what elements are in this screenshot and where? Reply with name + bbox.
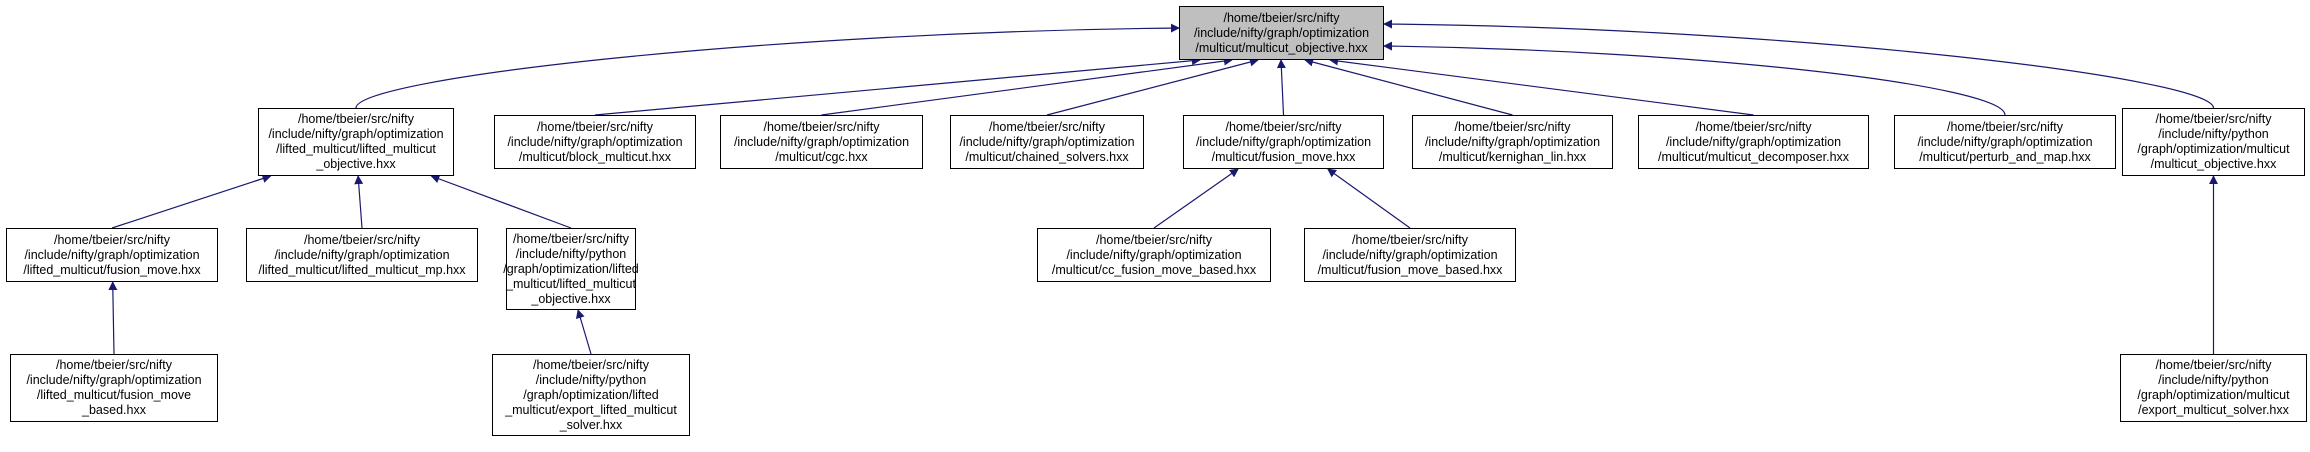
node-label-line: /multicut/multicut_decomposer.hxx <box>1657 149 1850 164</box>
include-edge <box>430 174 572 229</box>
node-label-line: /include/nifty/python <box>535 372 647 387</box>
node-label-line: _based.hxx <box>82 403 146 417</box>
node-label-line: /multicut/cc_fusion_move_based.hxx <box>1051 262 1257 277</box>
node-label-line: /include/nifty/graph/optimization <box>268 127 444 141</box>
node-label-line: _objective.hxx <box>316 157 396 171</box>
file-node-pyelms[interactable]: /home/tbeier/src/nifty/include/nifty/pyt… <box>492 354 690 436</box>
include-edge <box>1304 57 1513 116</box>
node-label-line: /include/nifty/graph/optimization <box>733 134 910 149</box>
node-label-line: /include/nifty/graph/optimization <box>1066 247 1242 262</box>
node-label-line: /lifted_multicut/fusion_move <box>36 388 192 402</box>
node-label-line: /include/nifty/graph/optimization <box>1195 134 1372 149</box>
node-label-line: /include/nifty/graph/optimization <box>1322 247 1498 262</box>
node-label-line: /multicut/chained_solvers.hxx <box>965 149 1129 164</box>
file-node-pymo[interactable]: /home/tbeier/src/nifty/include/nifty/pyt… <box>2122 108 2305 176</box>
file-node-ccfmb[interactable]: /home/tbeier/src/nifty/include/nifty/gra… <box>1037 228 1271 282</box>
node-label-line: /graph/optimization/multicut <box>2137 142 2290 156</box>
file-node-pylmo[interactable]: /home/tbeier/src/nifty/include/nifty/pyt… <box>503 228 639 310</box>
node-label-line: /home/tbeier/src/nifty <box>1454 119 1571 134</box>
file-node-decomp[interactable]: /home/tbeier/src/nifty/include/nifty/gra… <box>1638 115 1869 169</box>
node-label-line: /home/tbeier/src/nifty <box>512 231 629 246</box>
node-label-line: /include/nifty/python <box>2158 127 2269 141</box>
include-edge <box>1383 41 2006 116</box>
file-node-lmo[interactable]: /home/tbeier/src/nifty/include/nifty/gra… <box>258 108 454 176</box>
file-node-pyems[interactable]: /home/tbeier/src/nifty/include/nifty/pyt… <box>2120 354 2307 422</box>
file-node-bm[interactable]: /home/tbeier/src/nifty/include/nifty/gra… <box>494 115 696 169</box>
node-label-line: /home/tbeier/src/nifty <box>1946 119 2063 134</box>
file-node-chained[interactable]: /home/tbeier/src/nifty/include/nifty/gra… <box>950 115 1144 169</box>
file-node-lfm[interactable]: /home/tbeier/src/nifty/include/nifty/gra… <box>6 228 218 282</box>
include-edge <box>1046 57 1259 116</box>
include-edge <box>354 175 364 229</box>
node-label-line: /include/nifty/graph/optimization <box>1424 134 1601 149</box>
file-node-kl[interactable]: /home/tbeier/src/nifty/include/nifty/gra… <box>1412 115 1613 169</box>
node-label-line: /home/tbeier/src/nifty <box>1351 232 1468 247</box>
node-label-line: /lifted_multicut/fusion_move.hxx <box>23 262 201 277</box>
node-label-line: /home/tbeier/src/nifty <box>1095 232 1212 247</box>
node-label-line: _multicut/lifted_multicut <box>506 276 636 291</box>
node-label-line: /home/tbeier/src/nifty <box>763 119 880 134</box>
node-label-line: /home/tbeier/src/nifty <box>2155 358 2272 372</box>
node-label-line: /home/tbeier/src/nifty <box>53 232 170 247</box>
node-label-line: /lifted_multicut/lifted_multicut_mp.hxx <box>258 262 466 277</box>
file-node-lmp[interactable]: /home/tbeier/src/nifty/include/nifty/gra… <box>246 228 478 282</box>
include-edge <box>575 309 592 355</box>
include-edge <box>355 23 1180 109</box>
node-label-line: /home/tbeier/src/nifty <box>1695 119 1812 134</box>
file-node-lfmb[interactable]: /home/tbeier/src/nifty/include/nifty/gra… <box>10 354 218 422</box>
node-label-line: /graph/optimization/lifted <box>503 261 639 276</box>
file-node-fm[interactable]: /home/tbeier/src/nifty/include/nifty/gra… <box>1183 115 1384 169</box>
node-label-line: _solver.hxx <box>559 417 623 432</box>
node-label-line: /include/nifty/graph/optimization <box>1193 25 1370 40</box>
include-edge <box>1153 168 1239 229</box>
file-node-cgc[interactable]: /home/tbeier/src/nifty/include/nifty/gra… <box>720 115 923 169</box>
file-node-fmb[interactable]: /home/tbeier/src/nifty/include/nifty/gra… <box>1304 228 1516 282</box>
node-label-line: /export_multicut_solver.hxx <box>2138 403 2289 417</box>
node-label-line: /include/nifty/python <box>2158 373 2269 387</box>
node-label-line: _objective.hxx <box>531 291 611 306</box>
node-label-line: /multicut/fusion_move.hxx <box>1211 149 1356 164</box>
node-label-line: /home/tbeier/src/nifty <box>55 358 172 372</box>
node-label-line: _multicut/export_lifted_multicut <box>505 402 677 417</box>
node-label-line: /home/tbeier/src/nifty <box>532 357 649 372</box>
file-node-pm[interactable]: /home/tbeier/src/nifty/include/nifty/gra… <box>1894 115 2116 169</box>
node-label-line: /multicut/block_multicut.hxx <box>518 149 672 164</box>
include-edge <box>1327 168 1411 229</box>
node-label-line: /home/tbeier/src/nifty <box>303 232 420 247</box>
include-edge <box>108 281 118 355</box>
include-edge <box>111 174 272 229</box>
node-label-line: /home/tbeier/src/nifty <box>1223 10 1340 25</box>
node-label-line: /multicut_objective.hxx <box>2150 157 2277 171</box>
node-label-line: /home/tbeier/src/nifty <box>988 119 1105 134</box>
node-label-line: /multicut/multicut_objective.hxx <box>1195 40 1368 55</box>
include-edge <box>594 56 1201 116</box>
include-edge <box>821 56 1233 116</box>
include-edge <box>1329 56 1754 116</box>
node-label-line: /multicut/kernighan_lin.hxx <box>1438 149 1587 164</box>
node-label-line: /graph/optimization/lifted <box>523 387 659 402</box>
node-label-line: /multicut/cgc.hxx <box>775 149 868 164</box>
node-label-line: /multicut/perturb_and_map.hxx <box>1919 149 2091 164</box>
node-label-line: /graph/optimization/multicut <box>2137 388 2290 402</box>
node-label-line: /include/nifty/graph/optimization <box>26 373 202 387</box>
node-label-line: /include/nifty/graph/optimization <box>959 134 1135 149</box>
node-label-line: /multicut/fusion_move_based.hxx <box>1317 262 1503 277</box>
include-edge <box>1383 19 2215 109</box>
node-label-line: /include/nifty/graph/optimization <box>1665 134 1842 149</box>
include-edge <box>1276 59 1286 116</box>
root-file-node[interactable]: /home/tbeier/src/nifty/include/nifty/gra… <box>1179 6 1384 60</box>
node-label-line: /home/tbeier/src/nifty <box>297 112 414 126</box>
node-label-line: /include/nifty/graph/optimization <box>507 134 683 149</box>
node-label-line: /home/tbeier/src/nifty <box>536 119 653 134</box>
node-label-line: /include/nifty/graph/optimization <box>24 247 200 262</box>
node-label-line: /lifted_multicut/lifted_multicut <box>276 142 436 156</box>
node-label-line: /include/nifty/python <box>515 246 627 261</box>
node-label-line: /home/tbeier/src/nifty <box>2155 112 2272 126</box>
node-label-line: /include/nifty/graph/optimization <box>274 247 450 262</box>
node-label-line: /include/nifty/graph/optimization <box>1917 134 2093 149</box>
node-label-line: /home/tbeier/src/nifty <box>1225 119 1342 134</box>
